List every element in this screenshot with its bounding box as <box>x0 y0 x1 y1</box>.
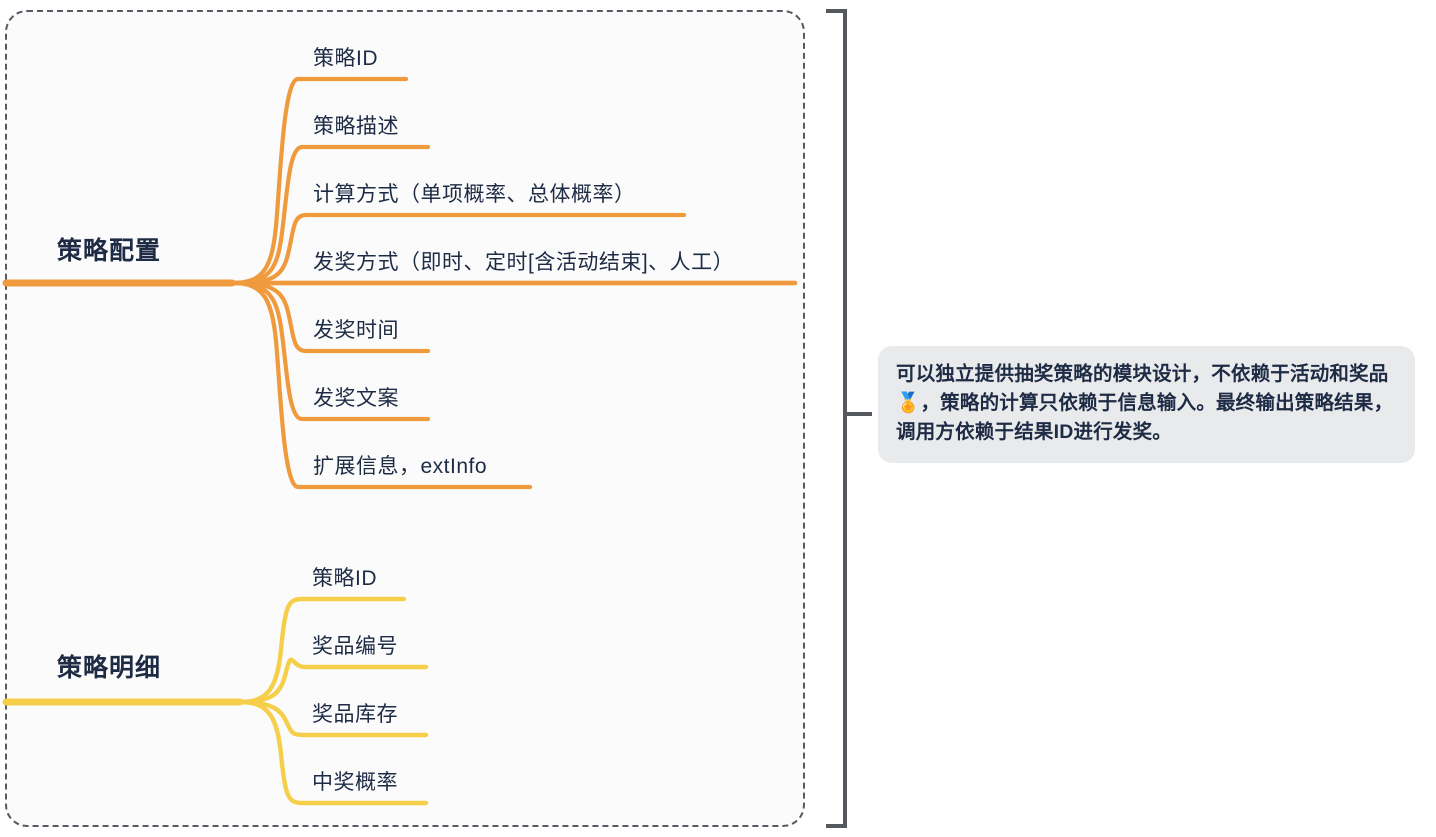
leaf-label-config-3: 发奖方式（即时、定时[含活动结束]、人工） <box>313 251 735 274</box>
branch-title-strategy-config: 策略配置 <box>57 237 162 265</box>
leaf-label-config-0: 策略ID <box>313 47 378 70</box>
leaf-label-detail-0: 策略ID <box>312 567 377 590</box>
note-callout: 可以独立提供抽奖策略的模块设计，不依赖于活动和奖品🏅，策略的计算只依赖于信息输入… <box>878 346 1415 463</box>
leaf-label-detail-3: 中奖概率 <box>312 771 398 794</box>
note-text: 可以独立提供抽奖策略的模块设计，不依赖于活动和奖品🏅，策略的计算只依赖于信息输入… <box>896 363 1394 443</box>
group-boundary <box>5 10 805 827</box>
leaf-label-detail-1: 奖品编号 <box>312 635 398 658</box>
leaf-label-config-6: 扩展信息，extInfo <box>313 455 488 478</box>
leaf-label-config-5: 发奖文案 <box>313 387 399 410</box>
leaf-label-config-4: 发奖时间 <box>313 319 399 342</box>
leaf-label-config-2: 计算方式（单项概率、总体概率） <box>313 183 636 206</box>
leaf-label-config-1: 策略描述 <box>313 115 399 138</box>
branch-title-strategy-detail: 策略明细 <box>57 654 162 682</box>
leaf-label-detail-2: 奖品库存 <box>312 703 398 726</box>
